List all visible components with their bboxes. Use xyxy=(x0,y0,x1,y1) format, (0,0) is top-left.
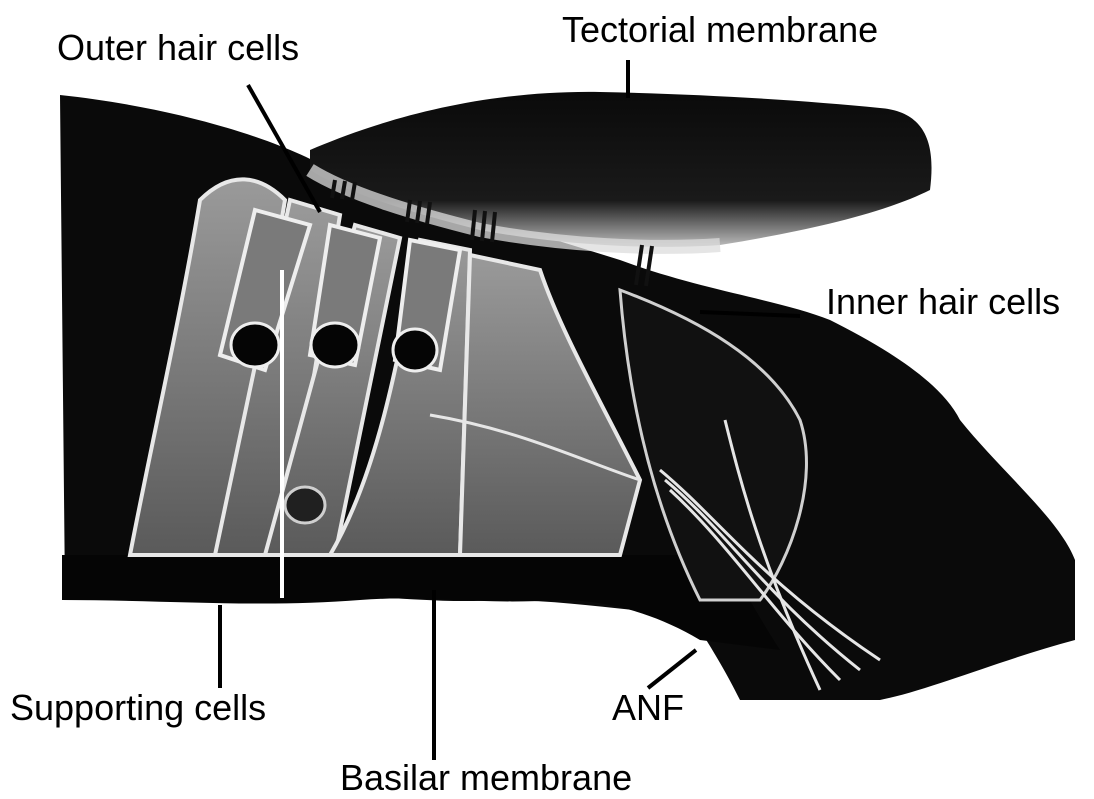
basilar-membrane xyxy=(62,555,780,650)
cell-nucleus xyxy=(285,487,325,523)
cell-nucleus xyxy=(231,323,279,367)
label-basilar-membrane: Basilar membrane xyxy=(340,760,632,796)
label-supporting-cells: Supporting cells xyxy=(10,690,266,726)
label-inner-hair-cells: Inner hair cells xyxy=(826,284,1060,320)
cell-nucleus xyxy=(311,323,359,367)
label-anf: ANF xyxy=(612,690,684,726)
label-outer-hair-cells: Outer hair cells xyxy=(57,30,299,66)
leader-anf xyxy=(648,650,696,688)
label-tectorial-membrane: Tectorial membrane xyxy=(562,12,878,48)
cell-nucleus xyxy=(393,329,437,371)
